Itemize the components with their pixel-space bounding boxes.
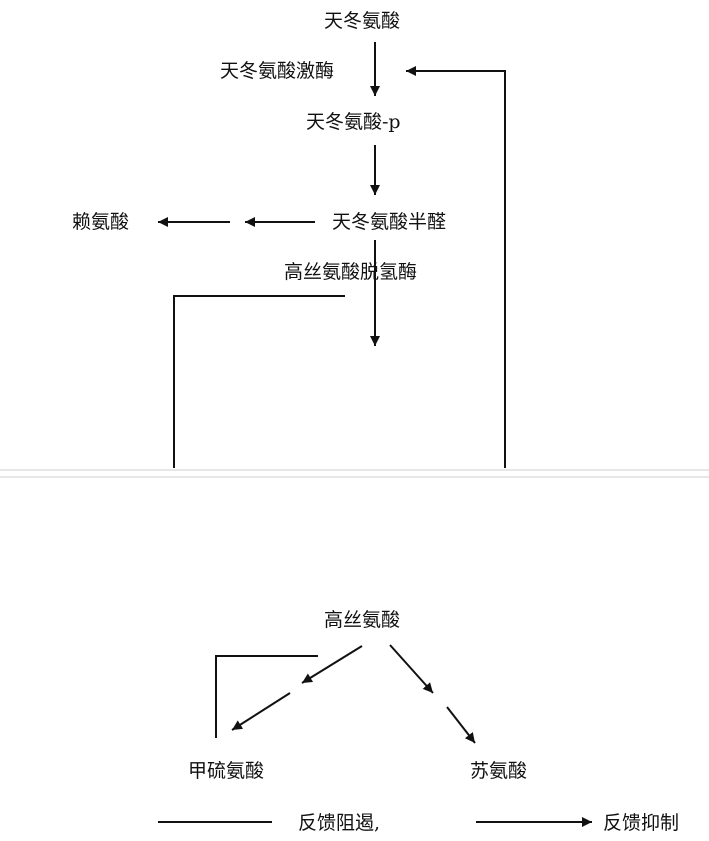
label-homoserine: 高丝氨酸 <box>324 609 400 631</box>
label-homoserine-dehydrogenase: 高丝氨酸脱氢酶 <box>284 261 417 283</box>
arrow-homoserine-to-threonine-a <box>389 644 434 694</box>
feedback-repression-line-methionine <box>215 655 318 738</box>
label-lysine: 赖氨酸 <box>72 211 129 233</box>
arrow-homoserine-to-methionine-a <box>301 645 363 684</box>
label-threonine: 苏氨酸 <box>470 760 527 782</box>
feedback-repression-line-methionine-to-dehydrogenase <box>173 295 345 468</box>
arrow-homoserine-to-threonine-b <box>446 706 476 744</box>
label-aspartyl-phosphate: 天冬氨酸-p <box>306 111 401 133</box>
label-aspartokinase: 天冬氨酸激酶 <box>220 60 334 82</box>
legend-feedback-inhibition: 反馈抑制 <box>603 812 679 834</box>
label-aspartate-semialdehyde: 天冬氨酸半醛 <box>332 211 446 233</box>
legend-feedback-repression: 反馈阻遏, <box>298 812 380 834</box>
arrow-homoserine-to-methionine-b <box>231 692 291 731</box>
label-aspartate: 天冬氨酸 <box>324 10 400 32</box>
feedback-inhibition-line-threonine-to-aspartokinase <box>406 66 506 468</box>
label-methionine: 甲硫氨酸 <box>188 760 264 782</box>
